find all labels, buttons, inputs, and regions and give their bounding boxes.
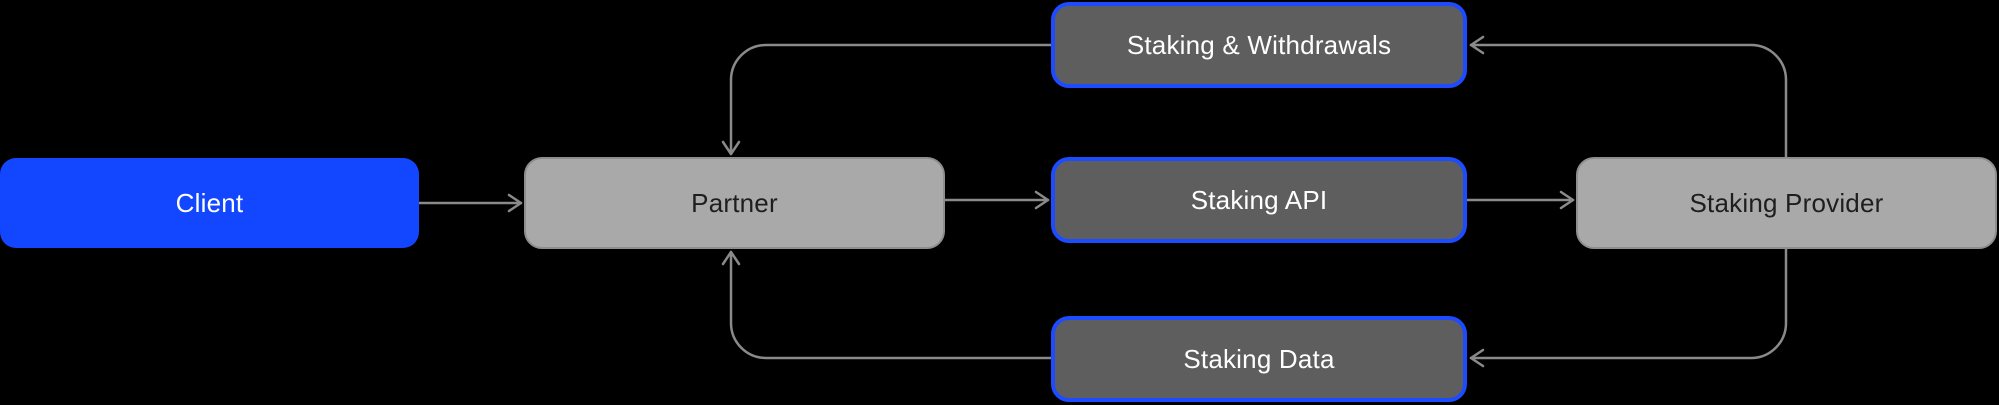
- staking-withdrawals-node: Staking & Withdrawals: [1051, 2, 1467, 88]
- staking-data-label: Staking Data: [1183, 343, 1335, 374]
- partner-label: Partner: [691, 187, 778, 218]
- arrow-staking-api-to-provider: [1465, 190, 1575, 210]
- staking-provider-label: Staking Provider: [1689, 187, 1884, 218]
- arrow-provider-to-staking-data: [1469, 247, 1788, 368]
- arrow-provider-to-withdrawals: [1469, 35, 1788, 159]
- arrow-withdrawals-to-partner: [721, 43, 1053, 156]
- staking-data-node: Staking Data: [1051, 316, 1467, 402]
- partner-node: Partner: [524, 157, 945, 249]
- staking-withdrawals-label: Staking & Withdrawals: [1126, 29, 1392, 60]
- arrow-partner-to-staking-api: [943, 190, 1050, 210]
- staking-api-node: Staking API: [1051, 157, 1467, 243]
- arrow-client-to-partner: [417, 193, 523, 213]
- client-label: Client: [175, 187, 244, 218]
- client-node: Client: [0, 158, 419, 248]
- arrow-staking-data-to-partner: [721, 250, 1053, 360]
- staking-api-label: Staking API: [1190, 184, 1328, 215]
- staking-provider-node: Staking Provider: [1576, 157, 1997, 249]
